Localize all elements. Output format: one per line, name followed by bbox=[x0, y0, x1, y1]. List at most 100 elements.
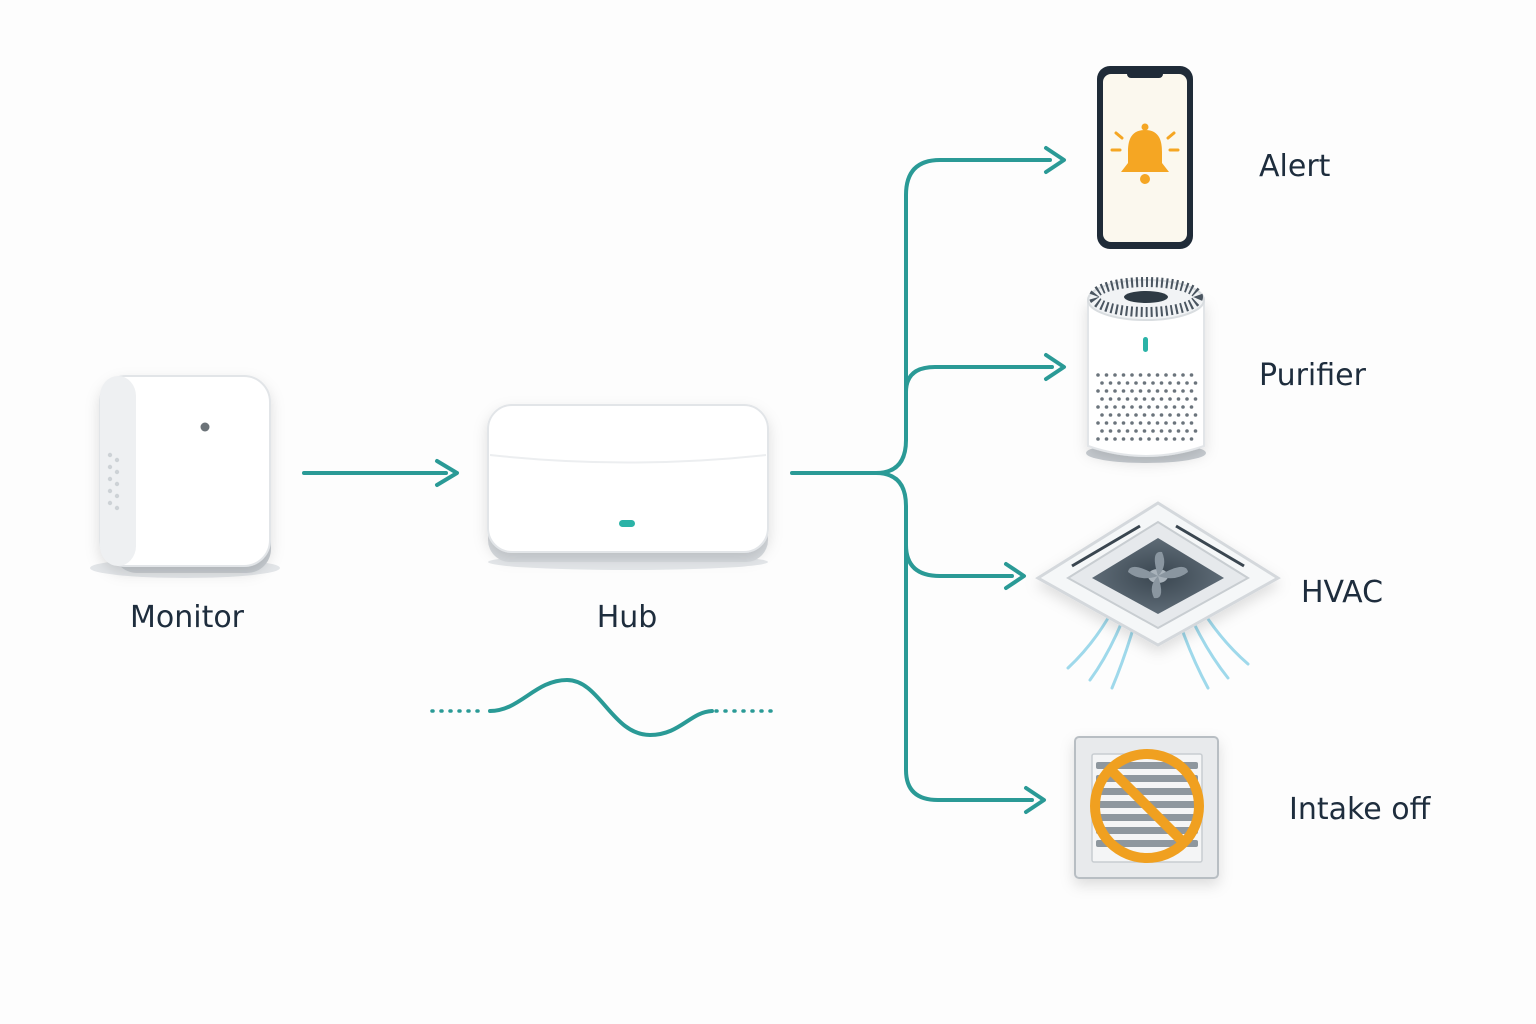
grille-dot bbox=[1185, 413, 1189, 417]
grille-dot bbox=[1193, 397, 1198, 401]
grille-dot bbox=[1138, 421, 1143, 425]
branch-to-alert bbox=[874, 158, 1052, 475]
grille-dot bbox=[1121, 405, 1126, 409]
grille-dot bbox=[1138, 437, 1143, 441]
grille-dot bbox=[1193, 381, 1198, 385]
grille-dot bbox=[1134, 429, 1138, 433]
grille-dot bbox=[1130, 405, 1134, 409]
grille-dot bbox=[1185, 397, 1189, 401]
grille-dot bbox=[1181, 405, 1185, 409]
hvac-label: HVAC bbox=[1301, 575, 1384, 610]
grille-dot bbox=[1138, 373, 1143, 377]
grille-dot bbox=[1121, 421, 1126, 425]
purifier-label: Purifier bbox=[1259, 358, 1366, 393]
grille-dot bbox=[1142, 381, 1147, 385]
phone-bell-icon bbox=[1097, 66, 1193, 249]
grille-dot bbox=[1113, 421, 1117, 425]
grille-dot bbox=[1159, 381, 1164, 385]
grille-dot bbox=[1164, 437, 1168, 441]
grille-dot bbox=[1142, 429, 1147, 433]
grille-dot bbox=[1147, 389, 1151, 393]
grille-dot bbox=[1113, 373, 1117, 377]
branch-to-hvac bbox=[904, 543, 1014, 578]
hvac-fan-icon bbox=[1128, 551, 1188, 599]
grille-dot bbox=[1189, 373, 1194, 377]
grille-dot bbox=[1113, 405, 1117, 409]
grille-dot bbox=[1151, 429, 1155, 433]
grille-dot bbox=[1138, 389, 1143, 393]
grille-dot bbox=[1104, 389, 1109, 393]
grille-dot bbox=[1151, 381, 1155, 385]
grille-dot bbox=[1113, 437, 1117, 441]
grille-dot bbox=[1168, 413, 1172, 417]
grille-dot bbox=[1155, 437, 1160, 441]
grille-dot bbox=[1117, 413, 1121, 417]
grille-dot bbox=[1130, 389, 1134, 393]
alert-arrowhead bbox=[1044, 146, 1066, 174]
grille-dot bbox=[1104, 405, 1109, 409]
grille-dot bbox=[1147, 421, 1151, 425]
grille-dot bbox=[1168, 381, 1172, 385]
grille-dot bbox=[1168, 429, 1172, 433]
grille-dot bbox=[1155, 373, 1160, 377]
grille-dot bbox=[1130, 437, 1134, 441]
grille-dot bbox=[1121, 373, 1126, 377]
grille-dot bbox=[1172, 437, 1177, 441]
grille-dot bbox=[1108, 413, 1113, 417]
grille-dot bbox=[1104, 437, 1109, 441]
bell-icon bbox=[1110, 123, 1180, 184]
grille-dot bbox=[1108, 381, 1113, 385]
grille-dot bbox=[1134, 397, 1138, 401]
connectors bbox=[302, 146, 1066, 814]
hub-label: Hub bbox=[596, 600, 658, 635]
grille-dot bbox=[1193, 413, 1198, 417]
grille-dot bbox=[1164, 389, 1168, 393]
grille-dot bbox=[1117, 429, 1121, 433]
grille-dot bbox=[1172, 405, 1177, 409]
air-purifier-icon bbox=[1086, 277, 1206, 463]
ceiling-hvac-vent-icon bbox=[1035, 501, 1281, 690]
grille-dot bbox=[1176, 381, 1181, 385]
grille-dot bbox=[1181, 421, 1185, 425]
grille-dot bbox=[1189, 389, 1194, 393]
grille-dot bbox=[1164, 405, 1168, 409]
grille-dot bbox=[1176, 429, 1181, 433]
grille-dot bbox=[1164, 421, 1168, 425]
grille-dot bbox=[1121, 437, 1126, 441]
air-quality-monitor-icon bbox=[90, 375, 280, 578]
grille-dot bbox=[1164, 373, 1168, 377]
grille-dot bbox=[1142, 397, 1147, 401]
grille-dot bbox=[1181, 437, 1185, 441]
grille-dot bbox=[1100, 381, 1104, 385]
grille-dot bbox=[1155, 389, 1160, 393]
grille-dot bbox=[1096, 373, 1100, 377]
grille-dot bbox=[1193, 429, 1198, 433]
grille-dot bbox=[1108, 429, 1113, 433]
hub-status-led bbox=[619, 520, 635, 527]
blocked-intake-vent-icon bbox=[1074, 736, 1219, 879]
grille-dot bbox=[1181, 389, 1185, 393]
grille-dot bbox=[1185, 381, 1189, 385]
grille-dot bbox=[1159, 397, 1164, 401]
grille-dot bbox=[1117, 381, 1121, 385]
grille-dot bbox=[1104, 373, 1109, 377]
purifier-status-led bbox=[1143, 337, 1148, 352]
grille-dot bbox=[1125, 381, 1130, 385]
grille-dot bbox=[1113, 389, 1117, 393]
grille-dot bbox=[1172, 373, 1177, 377]
grille-dot bbox=[1176, 413, 1181, 417]
grille-dot bbox=[1181, 373, 1185, 377]
grille-dot bbox=[1104, 421, 1109, 425]
grille-dot bbox=[1147, 373, 1151, 377]
grille-dot bbox=[1138, 405, 1143, 409]
grille-dot bbox=[1189, 421, 1194, 425]
purifier-grille bbox=[1096, 373, 1198, 441]
grille-dot bbox=[1172, 421, 1177, 425]
monitor-vent-holes bbox=[107, 452, 120, 511]
grille-dot bbox=[1121, 389, 1126, 393]
grille-dot bbox=[1100, 397, 1104, 401]
grille-dot bbox=[1147, 437, 1151, 441]
monitor-to-hub-arrowhead bbox=[435, 459, 459, 487]
grille-dot bbox=[1151, 397, 1155, 401]
purifier-arrowhead bbox=[1044, 353, 1066, 381]
